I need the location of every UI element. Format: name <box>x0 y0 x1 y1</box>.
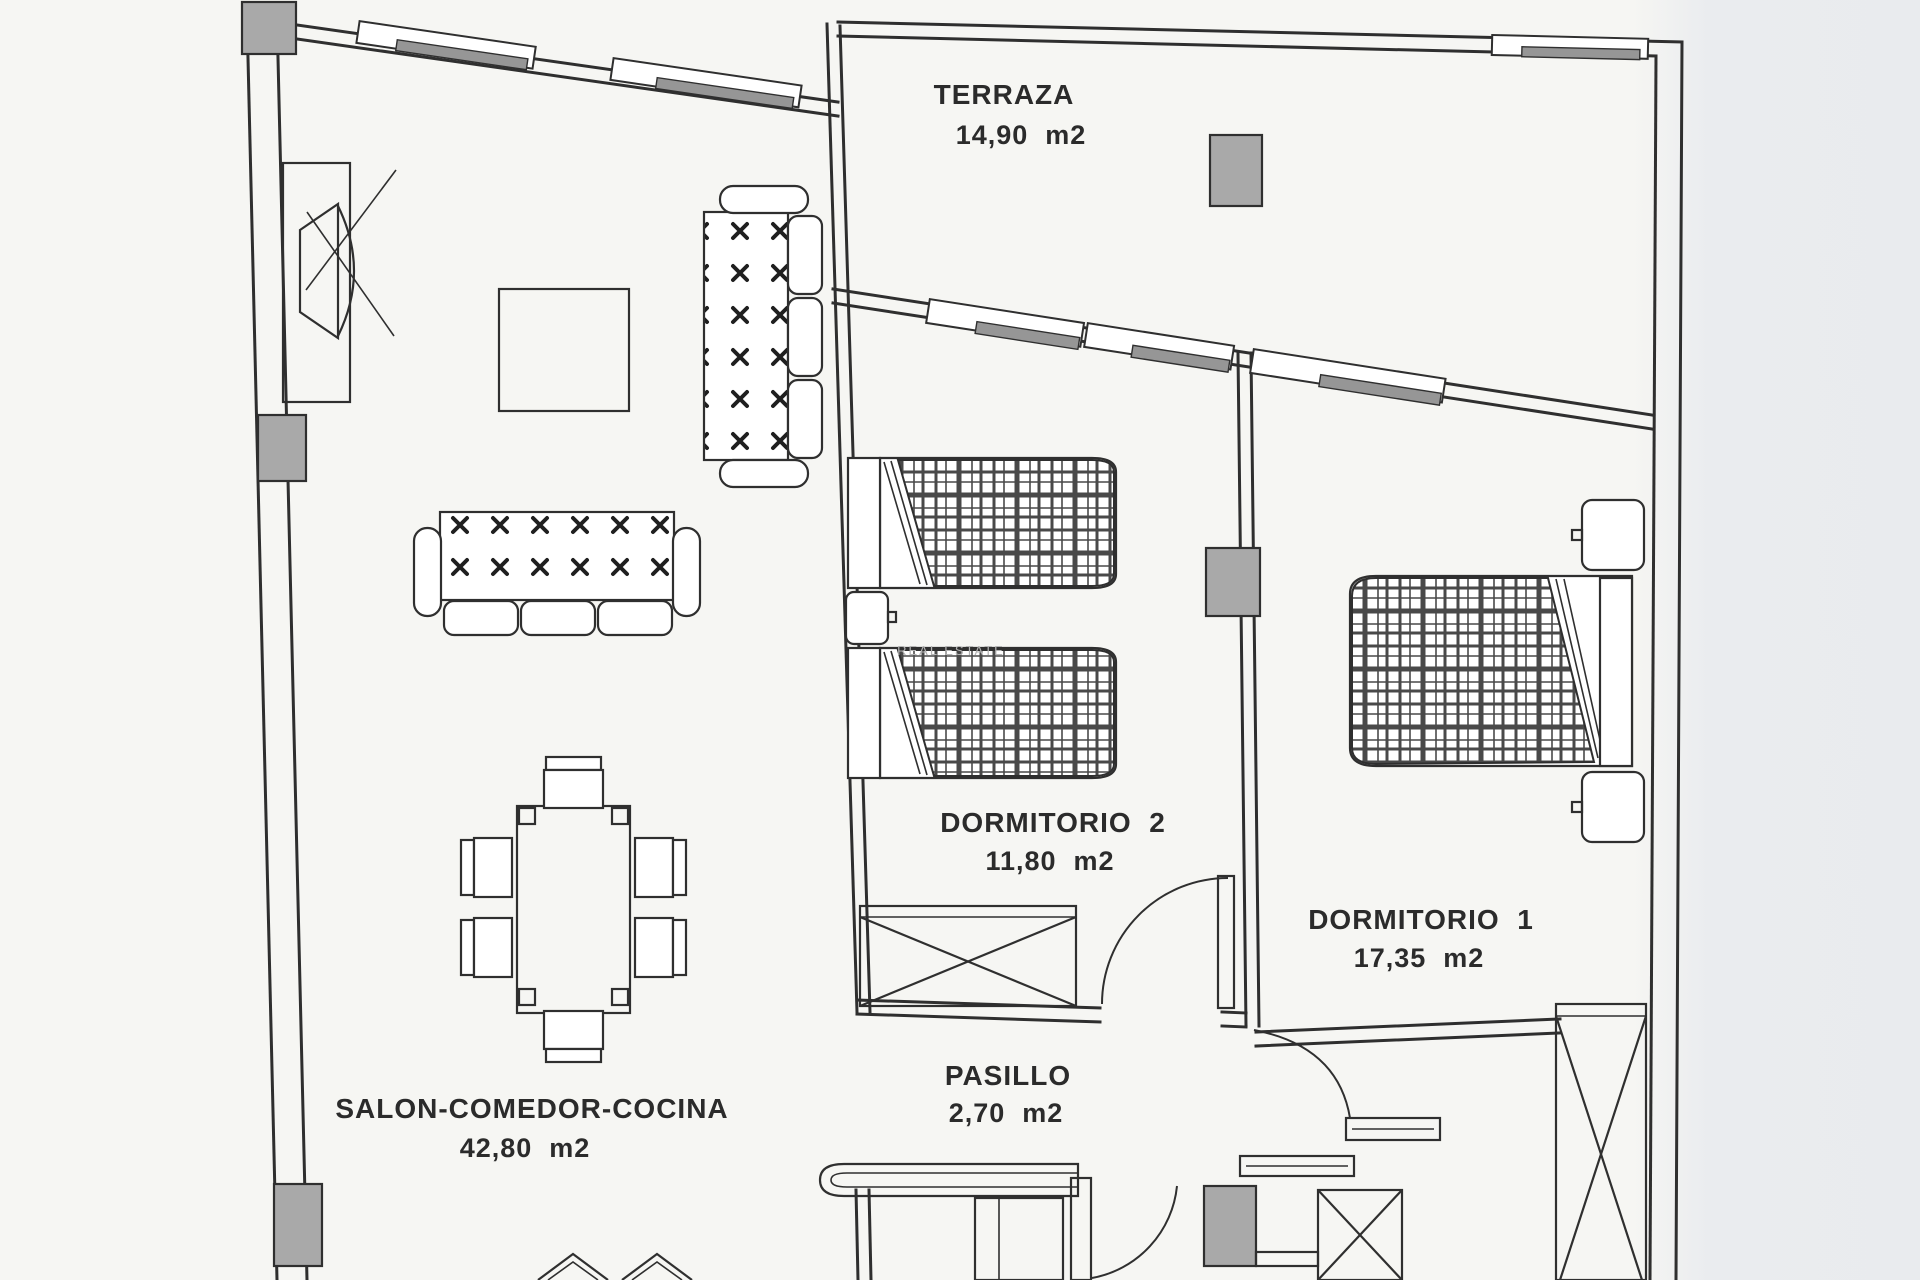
dorm1-label: DORMITORIO 1 <box>1308 904 1534 935</box>
pillars <box>240 0 1264 1268</box>
bed-double <box>1348 574 1634 768</box>
bar-stools <box>537 1252 693 1280</box>
terraza-label: TERRAZA <box>934 79 1075 110</box>
dorm2-label: DORMITORIO 2 <box>940 807 1166 838</box>
pasillo-label: PASILLO <box>945 1060 1071 1091</box>
dorm2-area: 11,80 m2 <box>985 846 1114 876</box>
sofa <box>412 510 702 637</box>
tv-antenna-icon <box>305 169 397 291</box>
wardrobe-dorm1 <box>1554 1002 1648 1280</box>
pasillo-area: 2,70 m2 <box>949 1098 1064 1128</box>
windows <box>355 19 1650 406</box>
dining-set <box>459 755 688 1064</box>
nightstand-bottom <box>1570 770 1646 844</box>
dorm1-window <box>1249 348 1447 406</box>
chair-top <box>542 755 605 810</box>
pillar-terraza <box>1208 133 1264 208</box>
salon-window-2 <box>609 56 803 110</box>
wardrobe-dorm2 <box>858 904 1078 1008</box>
bed-single-1 <box>846 456 1118 590</box>
interior-walls <box>825 22 1654 1280</box>
side-table <box>497 287 631 413</box>
room-labels: TERRAZA 14,90 m2 DORMITORIO 2 11,80 m2 D… <box>335 79 1534 1163</box>
watermark: REAL ESTATE <box>897 643 1005 658</box>
kitchen-counter <box>818 1162 1080 1280</box>
salon-furniture <box>281 161 824 1280</box>
pillar-pasillo <box>1202 1184 1258 1268</box>
pillar-dorm-divider <box>1204 546 1262 618</box>
step <box>1254 1250 1320 1268</box>
dorm2-window-2 <box>1083 322 1236 373</box>
chair-right-1 <box>633 836 688 899</box>
tv-cabinet <box>281 161 397 404</box>
chair-left-1 <box>459 836 514 899</box>
salon-area: 42,80 m2 <box>460 1133 591 1163</box>
terraza-area: 14,90 m2 <box>956 120 1087 150</box>
dorm1-furniture <box>1348 498 1648 1280</box>
salon-window-1 <box>355 19 537 71</box>
dorm2-window-1 <box>925 298 1086 351</box>
terraza-window <box>1490 33 1650 61</box>
loveseat-sofa <box>702 184 824 489</box>
pasillo-elements <box>818 1029 1442 1280</box>
dorm2-furniture <box>844 456 1236 1010</box>
door-pasillo <box>1069 1176 1178 1280</box>
salon-label: SALON-COMEDOR-COCINA <box>335 1093 728 1124</box>
bed-single-2 <box>846 646 1118 780</box>
door-dorm2 <box>1101 874 1236 1010</box>
pillar-left-bottom <box>272 1182 324 1268</box>
nightstand <box>844 590 898 646</box>
pillar-top-left <box>240 0 298 56</box>
chair-bottom <box>542 1009 605 1064</box>
door-dorm1 <box>1238 1029 1442 1178</box>
chair-right-2 <box>633 916 688 979</box>
nightstand-top <box>1570 498 1646 572</box>
dorm1-area: 17,35 m2 <box>1354 943 1485 973</box>
pillar-left-mid <box>256 413 308 483</box>
closet-bath <box>1316 1188 1404 1280</box>
chair-left-2 <box>459 916 514 979</box>
